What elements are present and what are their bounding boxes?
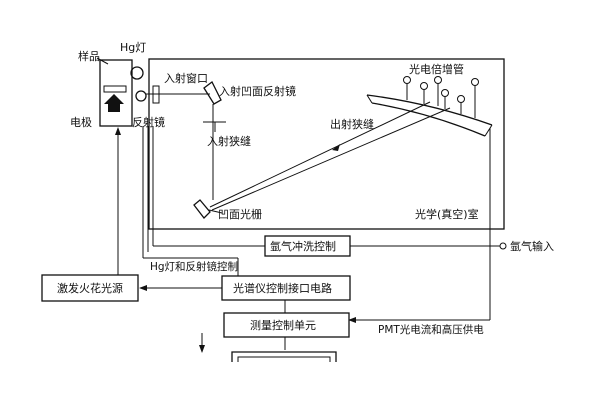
- band-end-left: [366, 94, 373, 104]
- band-end-right: [484, 124, 493, 137]
- pmt-label: 光电倍增管: [409, 62, 464, 76]
- diffracted-beam-2: [211, 107, 451, 211]
- interface-circuit-box: [221, 275, 351, 301]
- exit-slit-label: 出射狭缝: [330, 117, 374, 131]
- pmt-array: [403, 76, 479, 118]
- lens-icon: [135, 90, 147, 102]
- reflector-label: 反射镜: [132, 115, 165, 129]
- grating-leader: [208, 209, 223, 214]
- sample-leader: [96, 57, 109, 65]
- sample-label: 样品: [78, 49, 100, 63]
- monitor-icon: [231, 351, 337, 362]
- concave-grating-label: 凹面光栅: [218, 207, 262, 221]
- measurement-unit-label: 测量控制单元: [250, 318, 316, 332]
- hg-reflector-control-label: Hg灯和反射镜控制: [150, 260, 238, 273]
- interface-circuit-label: 光谱仪控制接口电路: [233, 281, 332, 295]
- entrance-concave-mirror-icon: [203, 81, 222, 105]
- rowland-circle-inner: [371, 102, 486, 137]
- argon-input-label: 氩气输入: [510, 239, 554, 253]
- beam-arrow: [332, 144, 340, 151]
- measurement-unit-box: [223, 312, 350, 338]
- spark-source-label: 激发火花光源: [57, 281, 123, 295]
- spark-source-box: [41, 274, 139, 302]
- sample-housing: [99, 59, 133, 127]
- hg-lamp-label: Hg灯: [120, 41, 146, 54]
- optical-chamber-frame: [148, 58, 505, 230]
- entrance-slit-label: 入射狭缝: [207, 134, 251, 148]
- monitor-inner: [237, 356, 331, 362]
- optical-chamber-label: 光学(真空)室: [415, 207, 479, 221]
- electrode-label: 电极: [70, 115, 92, 129]
- diffracted-beam-1: [209, 101, 431, 208]
- rowland-circle-band: [366, 94, 493, 126]
- argon-input-port: [499, 242, 507, 250]
- entrance-concave-mirror-label: 入射凹面反射镜: [219, 84, 296, 98]
- pmt-supply-label: PMT光电流和高压供电: [378, 323, 484, 336]
- argon-flush-control-label: 氩气冲洗控制: [270, 239, 336, 253]
- entrance-window-label: 入射窗口: [164, 71, 208, 85]
- hg-lamp-icon: [130, 66, 144, 80]
- sample-slot-icon: [103, 85, 127, 93]
- electrode-icon: [104, 94, 124, 112]
- concave-grating-icon: [193, 199, 211, 219]
- argon-flush-control-box: [264, 235, 351, 257]
